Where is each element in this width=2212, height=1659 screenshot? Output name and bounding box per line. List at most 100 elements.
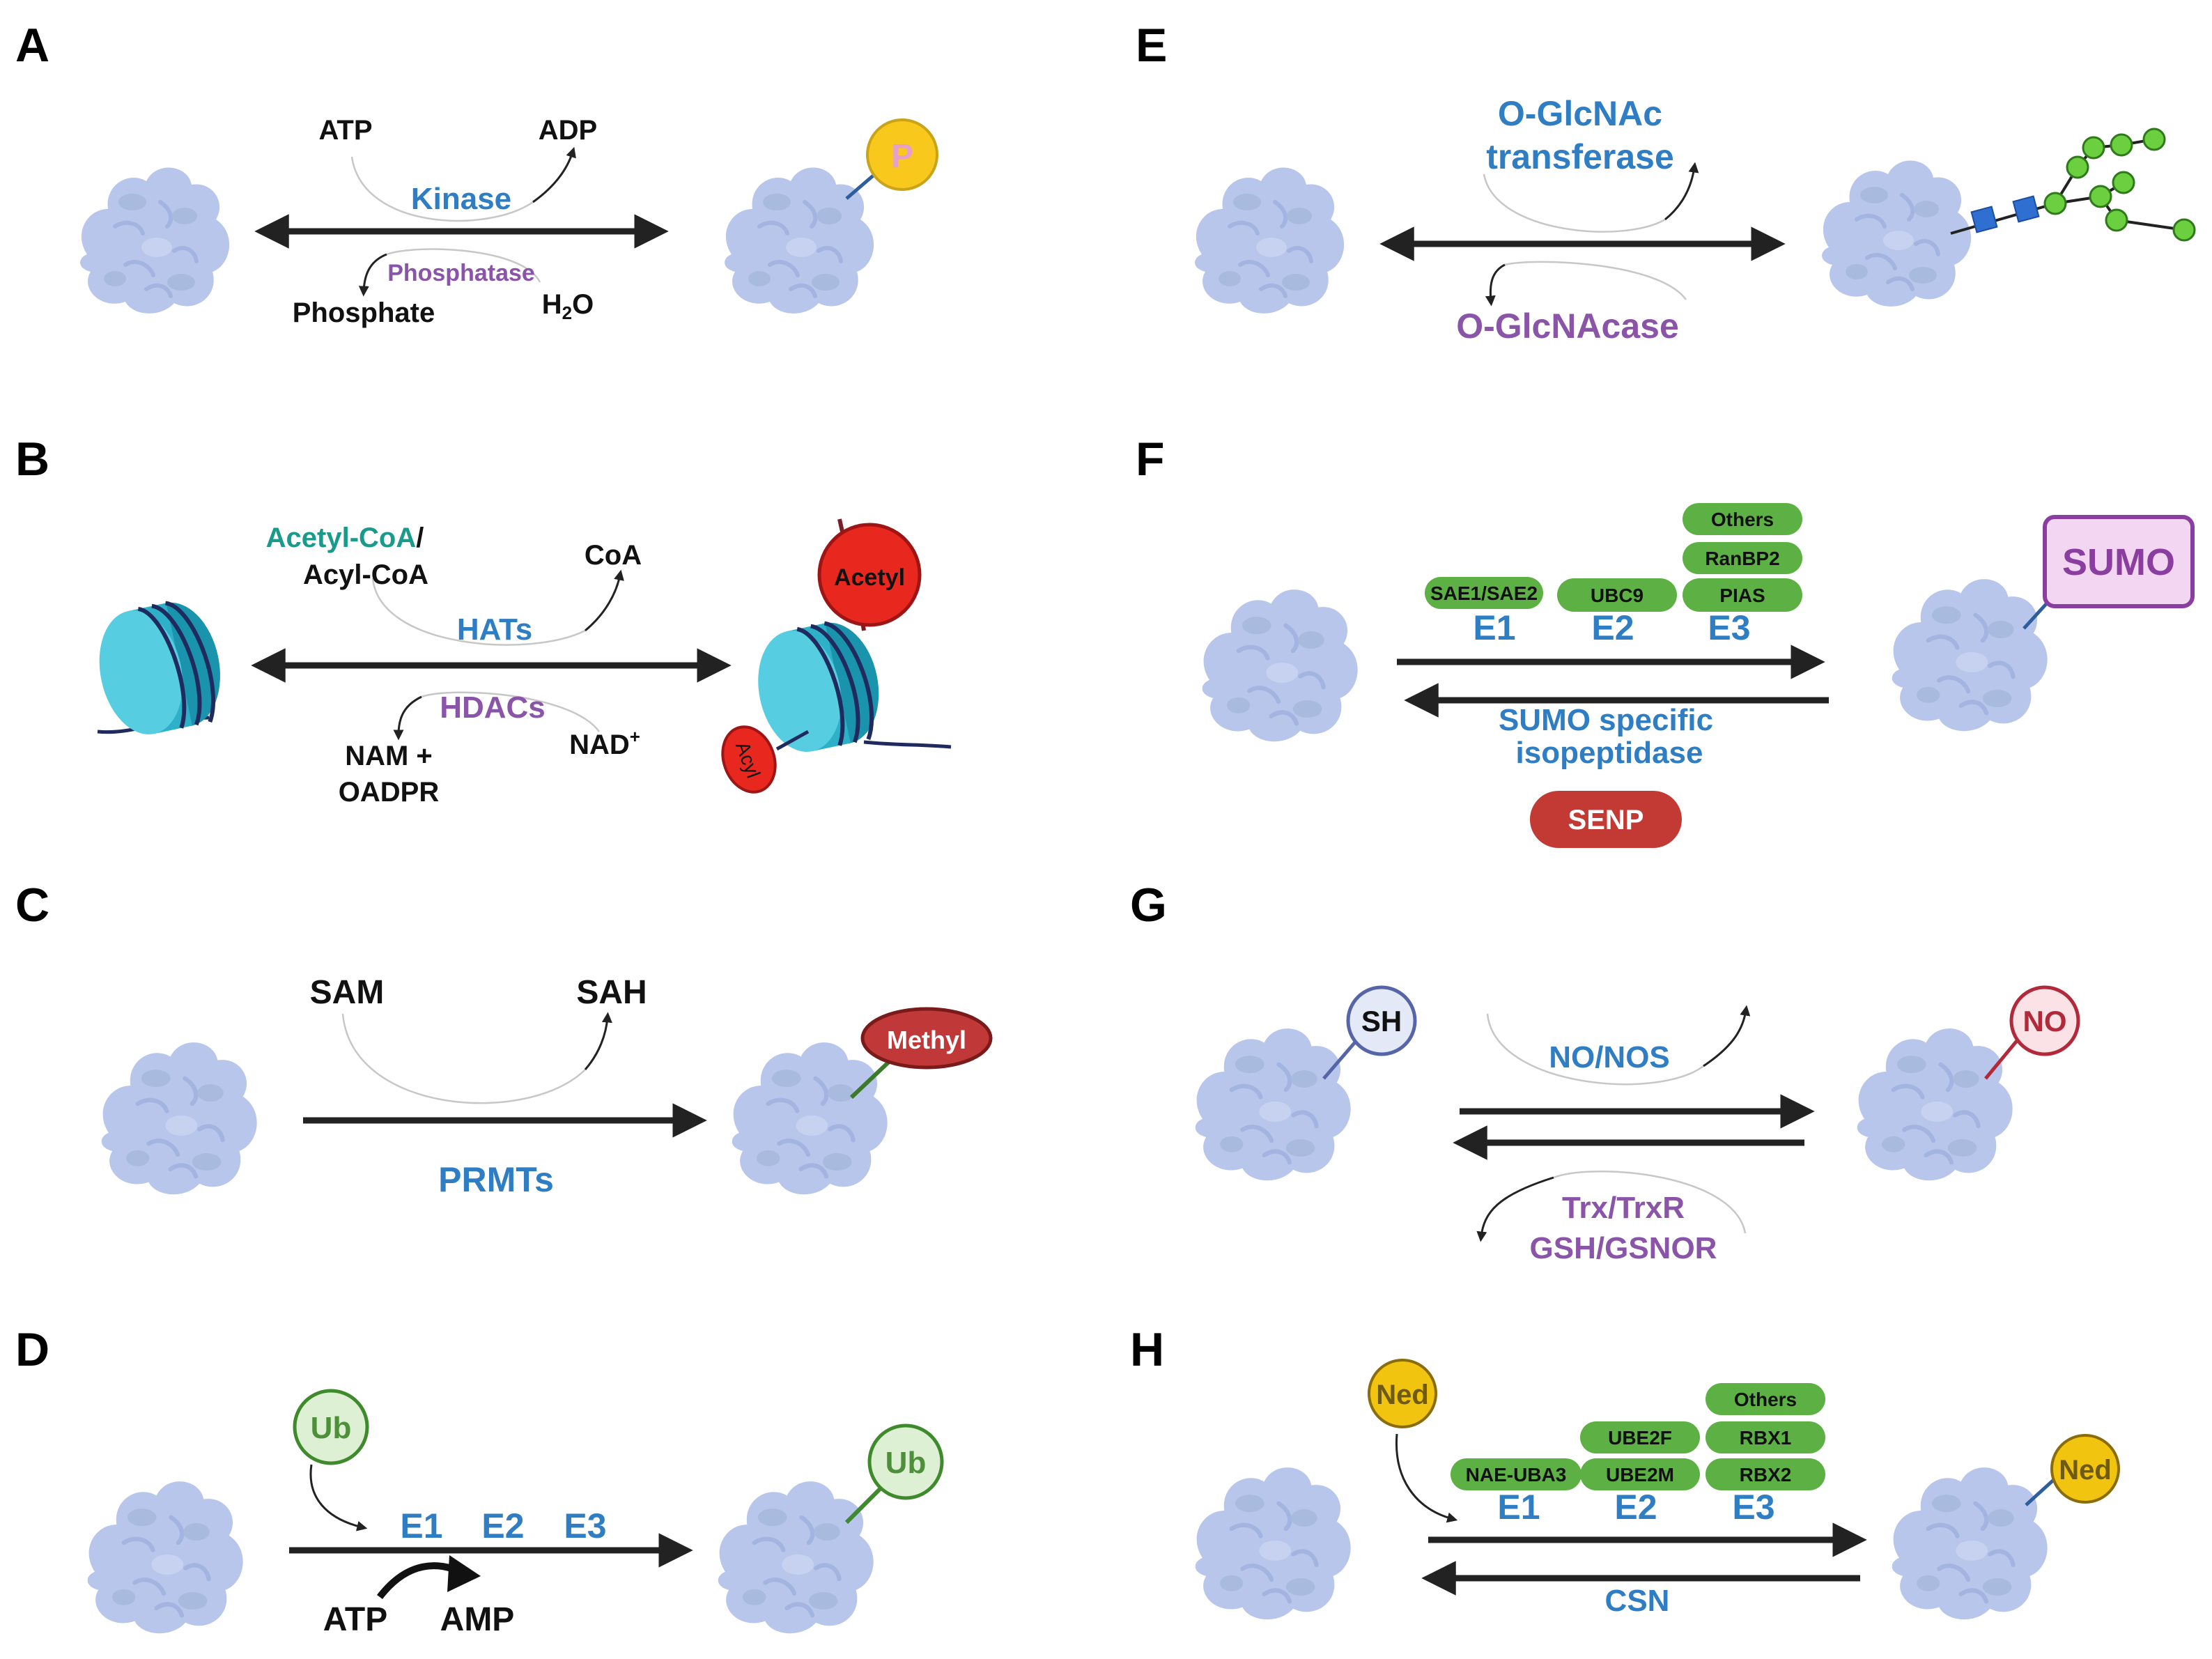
mannose-circle-3 — [2082, 136, 2105, 160]
nedd8-free — [1368, 1359, 1437, 1428]
label-hats: HATs — [457, 612, 532, 647]
label-sumo-specific: SUMO specific — [1499, 703, 1713, 737]
protein-modified-c — [732, 1042, 888, 1194]
nedd8-attached — [2050, 1434, 2120, 1504]
protein-unmodified-g — [1196, 1028, 1351, 1180]
ubiquitin-free-label: Ub — [311, 1411, 352, 1445]
label-acyl-coa: Acyl-CoA — [303, 560, 428, 590]
label-e1-d: E1 — [400, 1506, 442, 1545]
pill-nae-uba3 — [1451, 1458, 1581, 1490]
glcnac-square-1 — [1970, 206, 1998, 233]
thin-curve-c — [341, 1013, 586, 1104]
mannose-circle-2 — [2066, 155, 2089, 179]
label-gsh-gsnor: GSH/GSNOR — [1530, 1231, 1717, 1265]
pill-ranbp2-label: RanBP2 — [1705, 548, 1779, 569]
label-oglcnac-transferase-1: O-GlcNAc — [1498, 94, 1662, 133]
pill-others-h — [1706, 1383, 1825, 1415]
curve-arrow-ub — [309, 1464, 368, 1531]
sumo-box — [2043, 515, 2195, 608]
methyl-label: Methyl — [887, 1026, 966, 1054]
sumo-label: SUMO — [2062, 541, 2175, 583]
protein-unmodified-f — [1202, 589, 1358, 741]
panel-letter-h: H — [1130, 1323, 1164, 1376]
panel-letter-e: E — [1136, 19, 1167, 72]
curve-arrow-b-forward — [585, 569, 624, 632]
curve-arrow-e-forward — [1664, 162, 1699, 221]
pill-rbx2 — [1706, 1458, 1825, 1490]
methyl-group — [860, 1007, 993, 1070]
mannose-circle-5 — [2142, 128, 2166, 151]
thin-curve-b-reverse — [421, 691, 601, 732]
nedd8-attached-label: Ned — [2059, 1455, 2112, 1486]
nedd8-free-label: Ned — [1376, 1380, 1429, 1410]
protein-unmodified-e — [1195, 168, 1344, 314]
label-nam: NAM + — [345, 741, 433, 771]
thin-curve-a-forward — [350, 156, 534, 222]
label-coa: CoA — [585, 540, 642, 571]
label-kinase: Kinase — [411, 182, 511, 216]
label-acetyl-coa: Acetyl-CoA/ — [266, 523, 424, 553]
panel-f: F SAE1/SAE2 UBC9 Others RanBP2 PIAS E1 E… — [1136, 433, 2195, 848]
label-no-nos: NO/NOS — [1549, 1040, 1670, 1074]
label-nad: NAD+ — [569, 726, 640, 760]
panel-letter-b: B — [15, 433, 49, 486]
mannose-circle-6 — [2089, 185, 2112, 208]
ubiquitin-attached-label: Ub — [885, 1446, 927, 1480]
pill-ube2f-label: UBE2F — [1608, 1427, 1672, 1449]
label-e3-h: E3 — [1732, 1488, 1774, 1527]
pill-rbx1 — [1706, 1421, 1825, 1453]
label-adp: ADP — [539, 115, 597, 146]
label-e1-f: E1 — [1473, 608, 1515, 647]
curve-arrow-c — [584, 1012, 612, 1070]
mannose-circle-7 — [2112, 171, 2135, 194]
mannose-circle-1 — [2043, 192, 2067, 215]
label-isopeptidase: isopeptidase — [1516, 736, 1703, 770]
label-e3-f: E3 — [1708, 608, 1750, 647]
protein-unmodified-a — [80, 168, 229, 314]
curve-arrow-a-reverse — [358, 253, 387, 297]
thiol-group — [1346, 985, 1417, 1056]
panel-letter-f: F — [1136, 433, 1165, 486]
phosphate-group — [866, 118, 938, 191]
label-prmts: PRMTs — [438, 1160, 554, 1199]
label-oadpr: OADPR — [339, 777, 440, 808]
mannose-circle-8 — [2105, 208, 2128, 232]
label-e2-d: E2 — [481, 1506, 524, 1545]
pill-ube2m — [1580, 1458, 1700, 1490]
acetyl-group — [817, 523, 922, 627]
thin-curve-e-forward — [1483, 173, 1666, 233]
curve-arrow-g-reverse — [1476, 1176, 1554, 1242]
panel-letter-a: A — [15, 19, 49, 72]
acetyl-label: Acetyl — [834, 564, 905, 591]
pill-ube2f — [1580, 1421, 1700, 1453]
mannose-circle-4 — [2110, 133, 2133, 157]
nucleosome-unmodified — [97, 601, 220, 734]
linker-h — [2025, 1476, 2058, 1506]
label-e2-h: E2 — [1614, 1488, 1657, 1527]
thin-curve-e-reverse — [1504, 261, 1687, 300]
label-trx-trxr: Trx/TrxR — [1562, 1191, 1685, 1225]
protein-modified-a — [725, 168, 874, 314]
ubiquitin-free — [293, 1389, 369, 1465]
label-sam: SAM — [310, 974, 385, 1011]
pill-sae1-sae2-label: SAE1/SAE2 — [1430, 582, 1538, 604]
protein-unmodified-c — [102, 1042, 257, 1194]
linker-d — [844, 1482, 887, 1525]
label-phosphatase: Phosphatase — [387, 260, 535, 286]
pill-rbx2-label: RBX2 — [1740, 1464, 1792, 1486]
panel-letter-g: G — [1130, 879, 1167, 932]
glcnac-square-2 — [2012, 195, 2040, 223]
panel-b: B Acetyl-CoA/ Acyl-CoA CoA HATs HDACs NA… — [15, 433, 952, 808]
linker-g-sh — [1322, 1037, 1360, 1080]
thin-curve-b-forward — [371, 578, 586, 646]
pill-ube2m-label: UBE2M — [1606, 1464, 1674, 1486]
pill-nae-uba3-label: NAE-UBA3 — [1466, 1464, 1567, 1486]
senp-label: SENP — [1568, 805, 1644, 835]
thin-curve-a-reverse — [386, 248, 541, 283]
label-e1-h: E1 — [1497, 1488, 1540, 1527]
curve-arrow-e-reverse — [1485, 263, 1506, 307]
protein-modified-f — [1892, 579, 2048, 731]
label-e3-d: E3 — [564, 1506, 606, 1545]
protein-unmodified-d — [88, 1481, 243, 1633]
pill-pias-label: PIAS — [1719, 585, 1765, 606]
